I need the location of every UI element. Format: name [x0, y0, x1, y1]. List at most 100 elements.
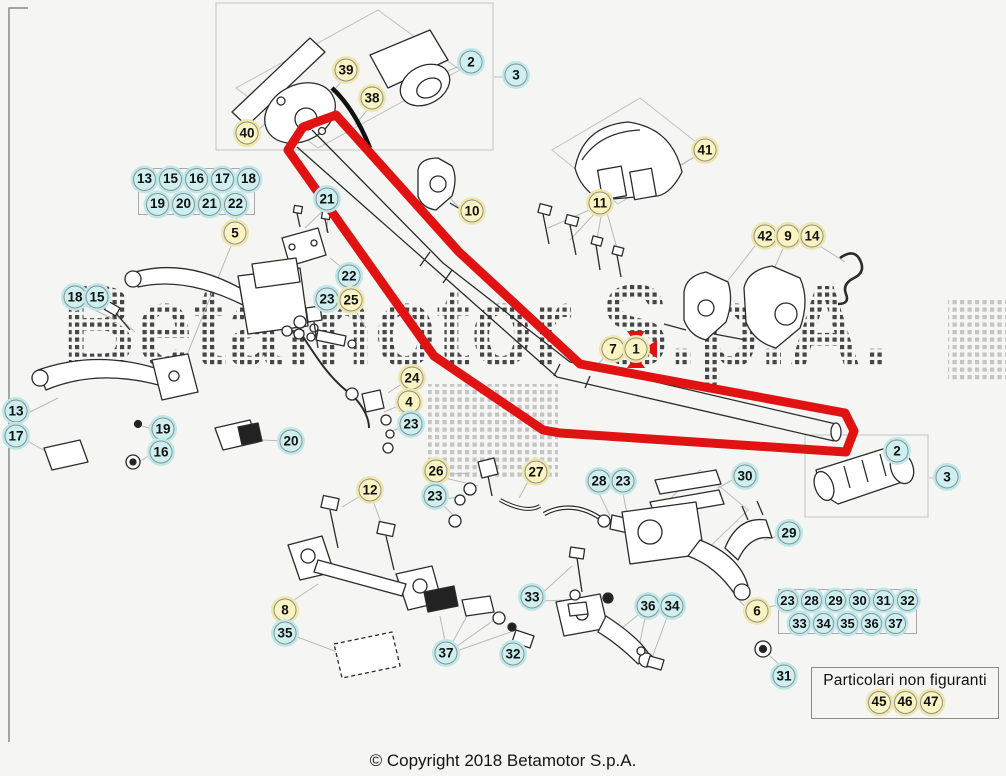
- callout-42[interactable]: 42: [753, 224, 777, 248]
- adjuster-parts: [423, 585, 535, 649]
- callout-14[interactable]: 14: [800, 224, 824, 248]
- callout-30[interactable]: 30: [733, 464, 757, 488]
- ring-16: [125, 454, 141, 470]
- copyright-text: © Copyright 2018 Betamotor S.p.A.: [369, 751, 637, 770]
- callout-9[interactable]: 9: [776, 224, 800, 248]
- callout-34[interactable]: 34: [660, 594, 684, 618]
- callout-11[interactable]: 11: [588, 191, 612, 215]
- callout-28[interactable]: 28: [587, 469, 611, 493]
- callout-3[interactable]: 3: [504, 63, 528, 87]
- callout-20[interactable]: 20: [279, 429, 303, 453]
- callout-39[interactable]: 39: [334, 58, 358, 82]
- callout-29[interactable]: 29: [777, 521, 801, 545]
- headlight-mask: [574, 121, 683, 201]
- callout-13[interactable]: 13: [4, 399, 28, 423]
- clamp-17: [43, 439, 89, 471]
- callout-25[interactable]: 25: [339, 288, 363, 312]
- callout-36[interactable]: 36: [636, 594, 660, 618]
- callout-22[interactable]: 22: [337, 264, 361, 288]
- callout-31[interactable]: 31: [772, 664, 796, 688]
- legend-number-30[interactable]: 30: [849, 589, 870, 611]
- legend-number-19[interactable]: 19: [146, 192, 169, 216]
- washers: [281, 325, 357, 349]
- bolts: [537, 202, 625, 278]
- legend-number-46[interactable]: 46: [893, 690, 917, 714]
- throttle-assembly-box: [215, 2, 494, 151]
- callout-2[interactable]: 2: [459, 50, 483, 74]
- callout-4[interactable]: 4: [397, 390, 421, 414]
- legend-number-20[interactable]: 20: [172, 192, 195, 216]
- grip-left: [369, 29, 449, 89]
- bar-mount-plate: [281, 204, 332, 267]
- grommet-31: [754, 640, 772, 658]
- watermark-stipple: [948, 300, 1006, 380]
- callout-38[interactable]: 38: [360, 86, 384, 110]
- legend-number-16[interactable]: 16: [185, 167, 208, 191]
- switch-housing-10: [417, 157, 469, 215]
- callout-5[interactable]: 5: [223, 221, 247, 245]
- spring-clip-14: [837, 252, 864, 306]
- callout-23[interactable]: 23: [611, 469, 635, 493]
- callout-16[interactable]: 16: [149, 440, 173, 464]
- legend-number-33[interactable]: 33: [789, 612, 810, 634]
- legend-number-13[interactable]: 13: [133, 167, 156, 191]
- callout-17[interactable]: 17: [4, 424, 28, 448]
- legend-number-47[interactable]: 47: [919, 690, 943, 714]
- legend-number-17[interactable]: 17: [211, 167, 234, 191]
- legend-number-29[interactable]: 29: [825, 589, 846, 611]
- callout-3[interactable]: 3: [935, 465, 959, 489]
- lever-fasteners: [567, 546, 665, 671]
- callout-37[interactable]: 37: [434, 641, 458, 665]
- callout-40[interactable]: 40: [235, 121, 259, 145]
- legend-number-23[interactable]: 23: [777, 589, 798, 611]
- legend-number-22[interactable]: 22: [224, 192, 247, 216]
- parts-not-shown-title: Particolari non figuranti: [823, 671, 987, 689]
- watermark: Betamotor S.p.A.: [62, 261, 1006, 480]
- legend-number-15[interactable]: 15: [159, 167, 182, 191]
- brake-hose: [354, 389, 395, 454]
- legend-number-28[interactable]: 28: [801, 589, 822, 611]
- callout-35[interactable]: 35: [273, 621, 297, 645]
- throttle-cable: [330, 86, 373, 149]
- callout-24[interactable]: 24: [400, 366, 424, 390]
- callout-12[interactable]: 12: [358, 478, 382, 502]
- callout-21[interactable]: 21: [315, 187, 339, 211]
- callout-18[interactable]: 18: [63, 285, 87, 309]
- callout-33[interactable]: 33: [520, 585, 544, 609]
- callout-23[interactable]: 23: [423, 484, 447, 508]
- callout-2[interactable]: 2: [885, 439, 909, 463]
- callout-23[interactable]: 23: [315, 287, 339, 311]
- grip-assembly-box: [804, 434, 929, 518]
- callout-6[interactable]: 6: [745, 599, 769, 623]
- legend-number-21[interactable]: 21: [198, 192, 221, 216]
- legend-number-32[interactable]: 32: [897, 589, 918, 611]
- legend-number-34[interactable]: 34: [813, 612, 834, 634]
- callout-41[interactable]: 41: [693, 138, 717, 162]
- legend-number-36[interactable]: 36: [861, 612, 882, 634]
- callout-15[interactable]: 15: [85, 285, 109, 309]
- small-fasteners: [103, 300, 323, 349]
- callout-32[interactable]: 32: [501, 642, 525, 666]
- legend-number-45[interactable]: 45: [867, 690, 891, 714]
- callout-10[interactable]: 10: [460, 199, 484, 223]
- callout-27[interactable]: 27: [524, 460, 548, 484]
- handlebar-highlight: [283, 110, 859, 457]
- legend-number-31[interactable]: 31: [873, 589, 894, 611]
- callout-1[interactable]: 1: [624, 337, 648, 361]
- legend-number-18[interactable]: 18: [237, 167, 260, 191]
- callout-7[interactable]: 7: [601, 337, 625, 361]
- callout-19[interactable]: 19: [151, 417, 175, 441]
- legend-number-35[interactable]: 35: [837, 612, 858, 634]
- clamp-29: [724, 500, 773, 561]
- callout-23[interactable]: 23: [399, 412, 423, 436]
- callout-8[interactable]: 8: [273, 598, 297, 622]
- switch-housing-42: [663, 271, 732, 341]
- callout-26[interactable]: 26: [424, 459, 448, 483]
- clutch-master-cylinder: [621, 501, 751, 601]
- throttle-tube: [231, 37, 326, 127]
- legend-number-37[interactable]: 37: [885, 612, 906, 634]
